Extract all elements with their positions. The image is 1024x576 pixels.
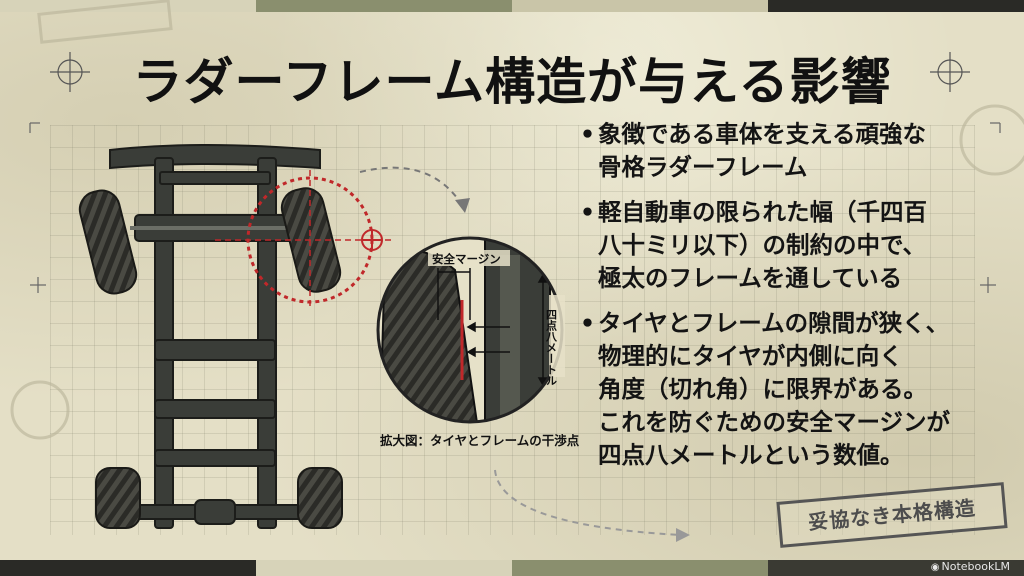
- logo-text: NotebookLM: [941, 560, 1010, 573]
- zoom-caption: 拡大図：タイヤとフレームの干渉点: [380, 433, 580, 448]
- bullet-item-3: タイヤとフレームの隙間が狭く、 物理的にタイヤが内側に向く 角度（切れ角）に限界…: [578, 307, 998, 472]
- safety-margin-label: 安全マージン: [432, 252, 501, 266]
- front-left-wheel: [78, 189, 138, 295]
- bullet-item-1: 象徴である車体を支える頑強な 骨格ラダーフレーム: [578, 118, 998, 184]
- rear-left-wheel: [95, 467, 141, 529]
- page-title: ラダーフレーム構造が与える影響: [132, 53, 892, 111]
- notebooklm-logo: ◉NotebookLM: [931, 560, 1010, 574]
- arrow-head-stamp: [676, 528, 690, 542]
- front-bumper: [109, 144, 321, 170]
- bottom-stripe-2: [256, 560, 512, 576]
- bullet-list: 象徴である車体を支える頑強な 骨格ラダーフレーム 軽自動車の限られた幅（千四百 …: [578, 118, 998, 484]
- notebooklm-logo-icon: ◉: [930, 562, 940, 573]
- rear-crossmember-1: [154, 399, 276, 419]
- dashed-arrow-to-stamp: [494, 469, 681, 536]
- rear-right-wheel: [297, 467, 343, 529]
- ladder-frame: [109, 144, 321, 529]
- bottom-stripe-1: [0, 560, 256, 576]
- rear-crossmember-2: [154, 449, 276, 467]
- dashed-arrow-to-zoom: [359, 166, 463, 206]
- crosshair-mark-top-left: [50, 52, 90, 92]
- bullet-item-2: 軽自動車の限られた幅（千四百 八十ミリ以下）の制約の中で、 極太のフレームを通し…: [578, 196, 998, 295]
- dimension-label: 四点八メートル: [545, 309, 559, 386]
- mid-crossmember: [154, 339, 276, 361]
- interference-highlight: [215, 170, 395, 310]
- differential: [194, 499, 236, 525]
- arrow-head-zoom: [455, 198, 470, 213]
- bottom-stripe-4: [768, 560, 1024, 576]
- crosshair-mark-top-right: [930, 52, 970, 92]
- bottom-stripe-3: [512, 560, 768, 576]
